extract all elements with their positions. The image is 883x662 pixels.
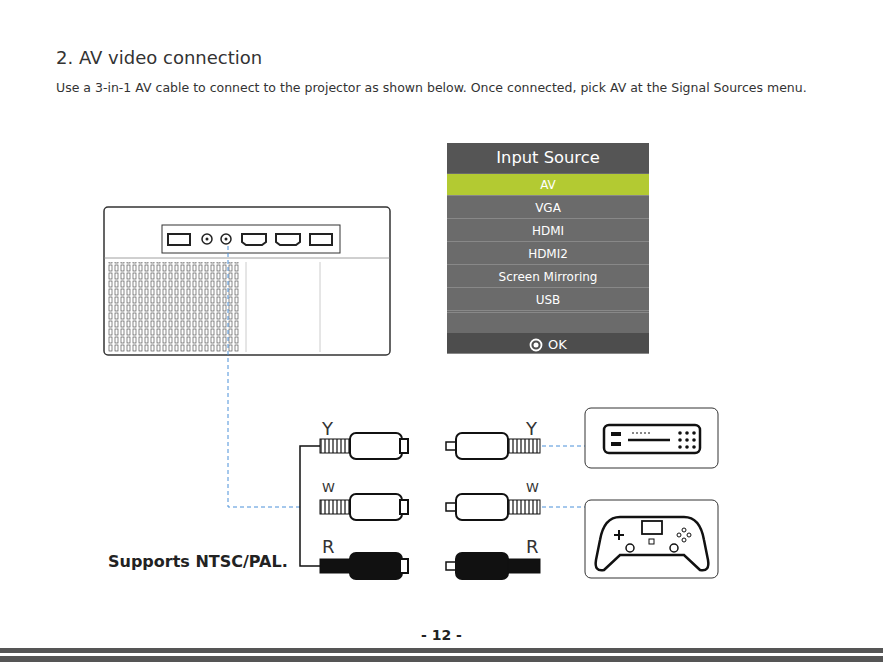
menu-item: AV xyxy=(447,174,649,196)
right-plugs xyxy=(446,433,540,579)
plug-label: W xyxy=(526,480,539,495)
plug-label: W xyxy=(322,480,335,495)
footer-bar xyxy=(0,648,883,653)
menu-item: Screen Mirroring xyxy=(447,266,649,288)
page-number: - 12 - xyxy=(0,627,883,643)
menu-item: HDMI xyxy=(447,220,649,242)
menu-item: VGA xyxy=(447,197,649,219)
dashed-wire xyxy=(542,507,585,508)
menu-item-text: AV xyxy=(447,174,649,196)
menu-item-text: Screen Mirroring xyxy=(447,266,649,288)
menu-item-text: USB xyxy=(447,289,649,311)
menu-item-text: OK xyxy=(548,334,567,355)
plug-label: R xyxy=(322,536,335,557)
projector xyxy=(104,207,390,355)
menu-item-text: VGA xyxy=(447,197,649,219)
footer-bar xyxy=(0,656,883,662)
ok-row: OK xyxy=(447,333,649,355)
format-note: Supports NTSC/PAL. xyxy=(108,552,288,571)
menu-divider xyxy=(447,312,649,333)
dvd-player-icon xyxy=(585,408,718,468)
menu-item: HDMI2 xyxy=(447,243,649,265)
plug-label: R xyxy=(526,536,539,557)
page-title: 2. AV video connection xyxy=(56,47,262,68)
gamepad-icon xyxy=(585,500,718,578)
dashed-wire xyxy=(228,246,300,507)
menu-item: USB xyxy=(447,289,649,311)
menu-item-text: HDMI xyxy=(447,220,649,242)
menu-item-text: HDMI2 xyxy=(447,243,649,265)
left-plugs xyxy=(320,433,408,579)
ok-icon xyxy=(529,338,543,352)
dashed-wire xyxy=(542,446,585,447)
plug-label: Y xyxy=(526,418,537,439)
cable-bundle xyxy=(300,446,320,566)
plug-label: Y xyxy=(322,418,333,439)
instruction-text: Use a 3-in-1 AV cable to connect to the … xyxy=(56,77,836,99)
menu-title: Input Source xyxy=(447,143,649,173)
menu-panel: Input SourceAVVGAHDMIHDMI2Screen Mirrori… xyxy=(447,143,649,354)
confirm-bar: OK xyxy=(447,333,649,354)
